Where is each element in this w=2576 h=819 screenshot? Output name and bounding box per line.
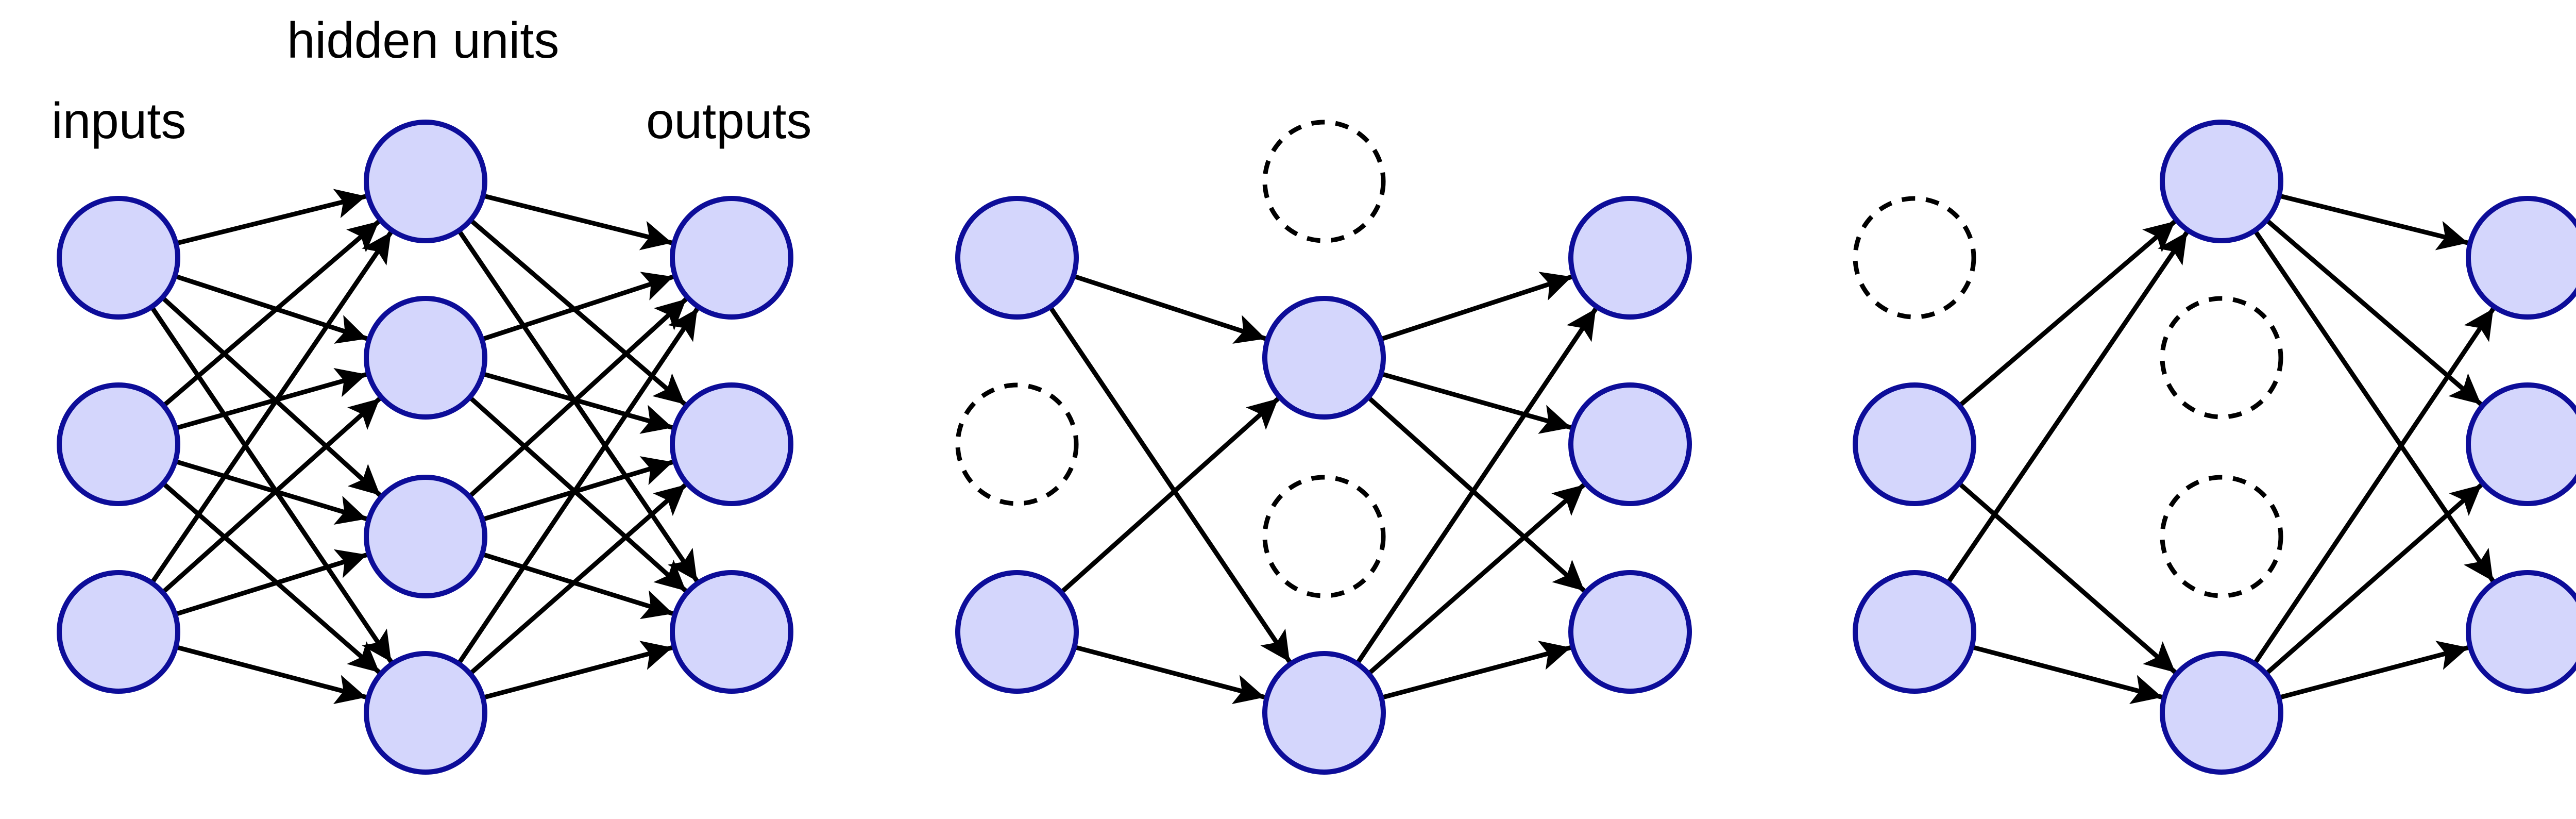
connection-arrow-full-network-l1-1-0 <box>481 272 674 342</box>
full-network-input-unit-2 <box>57 382 180 506</box>
connection-arrow-full-network-l0-0-2 <box>161 295 382 497</box>
full-network-hidden-unit-3 <box>364 475 487 598</box>
connection-arrow-full-network-l0-2-3 <box>175 644 367 705</box>
connection-arrow-dropout-network-1-l1-3-1 <box>1367 483 1586 676</box>
connection-arrow-full-network-l0-2-0 <box>150 230 393 584</box>
dropout-network-1-input-unit-1 <box>955 196 1079 320</box>
full-network-output-unit-1 <box>670 196 793 320</box>
connection-arrow-full-network-l1-2-2 <box>481 551 674 620</box>
dropout-network-2-input-unit-2 <box>1853 382 1976 506</box>
dropout-network-2-hidden-unit-1 <box>2160 120 2283 243</box>
connection-arrow-dropout-network-1-l0-2-3 <box>1074 644 1266 705</box>
connection-arrow-full-network-l1-3-2 <box>482 641 673 700</box>
units <box>57 120 2576 775</box>
connection-arrow-dropout-network-2-l0-2-0 <box>1946 230 2189 584</box>
connection-arrow-dropout-network-2-l0-1-3 <box>1957 481 2177 675</box>
dropout-network-1-hidden-unit-2 <box>1262 296 1386 420</box>
full-network-hidden-unit-2 <box>364 296 487 420</box>
connection-arrow-dropout-network-2-l0-2-3 <box>1971 644 2163 705</box>
outputs-label: outputs <box>646 92 811 149</box>
dropout-network-2-hidden-unit-2-dropped <box>2160 296 2283 420</box>
connection-arrow-dropout-network-2-l1-0-2 <box>2252 229 2495 583</box>
dropout-network-2-output-unit-2 <box>2466 382 2576 506</box>
dropout-network-1-hidden-unit-4 <box>1262 651 1386 775</box>
connection-arrow-full-network-l0-0-3 <box>149 305 394 663</box>
connection-arrow-dropout-network-2-l1-0-1 <box>2265 218 2483 406</box>
connection-arrow-full-network-l0-0-1 <box>174 274 368 344</box>
connection-arrow-full-network-l0-1-2 <box>174 459 368 525</box>
connection-arrow-full-network-l1-2-0 <box>467 297 688 498</box>
connection-arrow-dropout-network-1-l0-0-1 <box>1073 274 1267 344</box>
dropout-network-2-input-unit-3 <box>1853 570 1976 694</box>
connection-arrow-full-network-l1-0-2 <box>456 229 699 583</box>
full-network-hidden-unit-4 <box>364 651 487 775</box>
dropout-network-1-input-unit-2-dropped <box>955 382 1079 506</box>
connection-arrow-full-network-l0-1-1 <box>175 368 367 431</box>
full-network-output-unit-2 <box>670 382 793 506</box>
dropout-network-1-hidden-unit-1-dropped <box>1262 120 1386 243</box>
connection-arrow-dropout-network-2-l1-3-1 <box>2264 483 2483 676</box>
connection-arrow-dropout-network-2-l0-1-0 <box>1958 219 2177 408</box>
dropout-network-1-output-unit-2 <box>1568 382 1692 506</box>
connection-arrow-full-network-l1-1-2 <box>468 395 688 593</box>
connections <box>149 189 2496 705</box>
connection-arrow-full-network-l0-1-0 <box>162 219 381 408</box>
connection-arrow-dropout-network-1-l1-3-0 <box>1355 307 1598 665</box>
connection-arrow-dropout-network-1-l0-2-1 <box>1059 396 1280 594</box>
dropout-network-2-hidden-unit-4 <box>2160 651 2283 775</box>
connection-arrow-full-network-l1-3-0 <box>456 307 700 665</box>
connection-arrow-dropout-network-2-l1-3-2 <box>2278 641 2469 700</box>
connection-arrow-full-network-l1-3-1 <box>468 483 687 676</box>
connection-arrow-full-network-l0-2-1 <box>161 396 382 594</box>
connection-arrow-full-network-l1-0-1 <box>469 218 687 406</box>
dropout-network-1-output-unit-3 <box>1568 570 1692 694</box>
full-network-input-unit-1 <box>57 196 180 320</box>
dropout-network-1-hidden-unit-3-dropped <box>1262 475 1386 598</box>
dropout-network-2-hidden-unit-3-dropped <box>2160 475 2283 598</box>
connection-arrow-dropout-network-1-l1-1-0 <box>1379 272 1573 342</box>
full-network-hidden-unit-1 <box>364 120 487 243</box>
connection-arrow-full-network-l0-2-2 <box>174 549 368 617</box>
connection-arrow-full-network-l1-0-0 <box>482 193 673 250</box>
dropout-network-2-input-unit-1-dropped <box>1853 196 1976 320</box>
connection-arrow-full-network-l0-0-0 <box>175 189 367 246</box>
dropout-network-1-output-unit-1 <box>1568 196 1692 320</box>
connection-arrow-dropout-network-1-l0-0-3 <box>1048 305 1292 663</box>
inputs-label: inputs <box>52 92 187 149</box>
connection-arrow-dropout-network-2-l1-0-0 <box>2278 193 2469 250</box>
connection-arrow-dropout-network-2-l1-3-0 <box>2252 307 2496 665</box>
connection-arrow-dropout-network-1-l1-1-1 <box>1380 371 1572 434</box>
hidden-units-label: hidden units <box>287 12 560 69</box>
full-network-output-unit-3 <box>670 570 793 694</box>
dropout-network-1-input-unit-3 <box>955 570 1079 694</box>
dropout-network-2-output-unit-1 <box>2466 196 2576 320</box>
connection-arrow-dropout-network-1-l1-3-2 <box>1381 641 1572 700</box>
dropout-network-2-output-unit-3 <box>2466 570 2576 694</box>
full-network-input-unit-3 <box>57 570 180 694</box>
connection-arrow-dropout-network-1-l1-1-2 <box>1366 395 1586 593</box>
